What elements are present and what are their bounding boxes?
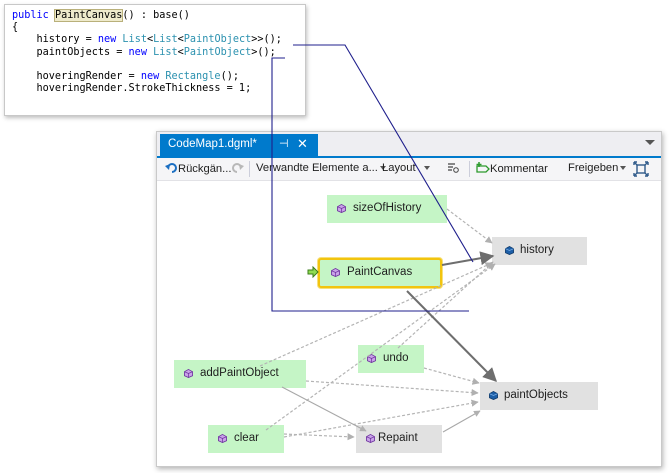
node-paintobjects[interactable]: paintObjects bbox=[480, 382, 598, 410]
share-dropdown[interactable]: Freigeben bbox=[568, 162, 627, 174]
node-clear[interactable]: clear bbox=[208, 425, 284, 453]
method-icon bbox=[337, 204, 346, 213]
toolbar-separator bbox=[469, 161, 470, 177]
layout-dropdown[interactable]: Layout bbox=[382, 162, 430, 174]
zoom-to-fit-icon bbox=[633, 161, 649, 177]
tab-codemap1[interactable]: CodeMap1.dgml* ⊣ ✕ bbox=[160, 134, 318, 156]
pin-icon[interactable]: ⊣ bbox=[279, 138, 289, 150]
code-snippet: public PaintCanvas() : base() { history … bbox=[4, 4, 306, 116]
comment-icon bbox=[476, 162, 490, 173]
node-addpaintobject[interactable]: addPaintObject bbox=[174, 360, 306, 388]
chevron-down-icon bbox=[620, 166, 627, 171]
node-repaint[interactable]: Repaint bbox=[356, 425, 442, 453]
method-icon bbox=[366, 434, 375, 443]
tab-title: CodeMap1.dgml* bbox=[168, 138, 257, 150]
node-history[interactable]: history bbox=[492, 237, 587, 265]
method-icon bbox=[184, 369, 193, 378]
toolbar-separator bbox=[249, 161, 250, 177]
comment-button[interactable]: Kommentar bbox=[476, 162, 548, 175]
highlighted-constructor-name: PaintCanvas bbox=[53, 9, 124, 22]
filter-button[interactable] bbox=[447, 162, 459, 175]
code-map-window: CodeMap1.dgml* ⊣ ✕ Rückgän... Verwandte … bbox=[156, 131, 662, 467]
tab-overflow-dropdown-icon[interactable] bbox=[645, 140, 655, 145]
undo-button[interactable]: Rückgän... bbox=[165, 162, 231, 175]
method-icon bbox=[218, 434, 227, 443]
field-icon bbox=[489, 391, 498, 400]
zoom-to-fit-button[interactable] bbox=[633, 161, 649, 180]
code-map-canvas[interactable]: sizeOfHistory history PaintCanvas undo a… bbox=[157, 181, 661, 466]
entry-arrow-icon bbox=[307, 266, 319, 278]
close-icon[interactable]: ✕ bbox=[297, 136, 308, 151]
method-icon bbox=[331, 268, 340, 277]
node-paintcanvas[interactable]: PaintCanvas bbox=[318, 258, 442, 288]
related-elements-dropdown[interactable]: Verwandte Elemente a... bbox=[256, 162, 386, 174]
redo-icon bbox=[232, 163, 244, 173]
undo-icon bbox=[165, 163, 177, 173]
redo-button[interactable] bbox=[231, 162, 244, 175]
chevron-down-icon bbox=[423, 166, 430, 171]
filter-icon bbox=[448, 163, 459, 173]
field-icon bbox=[505, 246, 514, 255]
toolbar: Rückgän... Verwandte Elemente a... Layou… bbox=[157, 158, 661, 181]
node-undo[interactable]: undo bbox=[358, 345, 424, 373]
code-text: public PaintCanvas() : base() { history … bbox=[12, 9, 282, 95]
node-sizeofhistory[interactable]: sizeOfHistory bbox=[327, 195, 447, 223]
document-tab-strip: CodeMap1.dgml* ⊣ ✕ bbox=[157, 132, 661, 156]
method-icon bbox=[367, 354, 376, 363]
